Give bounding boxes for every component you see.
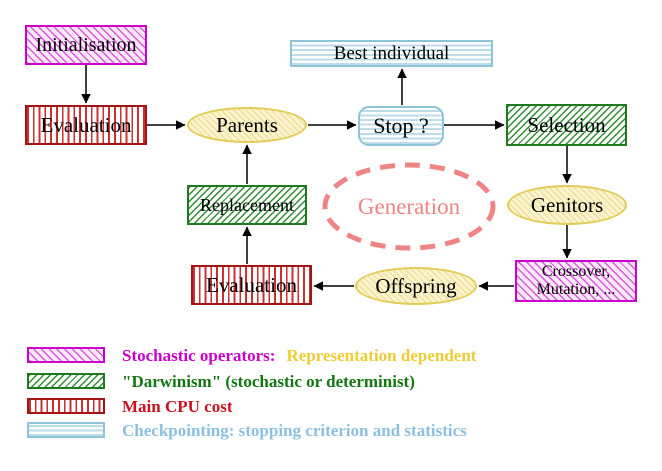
checkpointing-swatch	[27, 422, 105, 438]
node-parents: Parents	[187, 107, 307, 143]
node-initialisation: Initialisation	[25, 25, 147, 65]
node-best-individual: Best individual	[290, 40, 493, 67]
node-crossover-mutation: Crossover, Mutation, ...	[515, 260, 637, 302]
node-genitors: Genitors	[507, 185, 627, 225]
node-selection: Selection	[506, 104, 627, 146]
main-cpu-cost-swatch	[27, 398, 105, 414]
stochastic-operators-swatch	[27, 347, 105, 363]
legend-label-main-cpu-cost: Main CPU cost	[122, 397, 233, 416]
legend-label-checkpointing: Checkpointing: stopping criterion and st…	[122, 421, 467, 440]
generation-label: Generation	[357, 194, 461, 219]
generation-dashed-ellipse	[322, 162, 496, 251]
node-replacement: Replacement	[187, 185, 307, 225]
crossover-mutation-label: Crossover, Mutation, ...	[536, 262, 616, 298]
node-stop: Stop ?	[358, 106, 444, 146]
legend-label-darwinism: "Darwinism" (stochastic or determinist)	[122, 372, 415, 391]
darwinism-swatch	[27, 373, 105, 389]
node-evaluation-bottom: Evaluation	[191, 265, 312, 305]
node-offspring: Offspring	[355, 267, 477, 305]
legend-label-stochastic-operators: Stochastic operators:Representation depe…	[122, 346, 477, 365]
node-evaluation-top: Evaluation	[25, 105, 147, 145]
